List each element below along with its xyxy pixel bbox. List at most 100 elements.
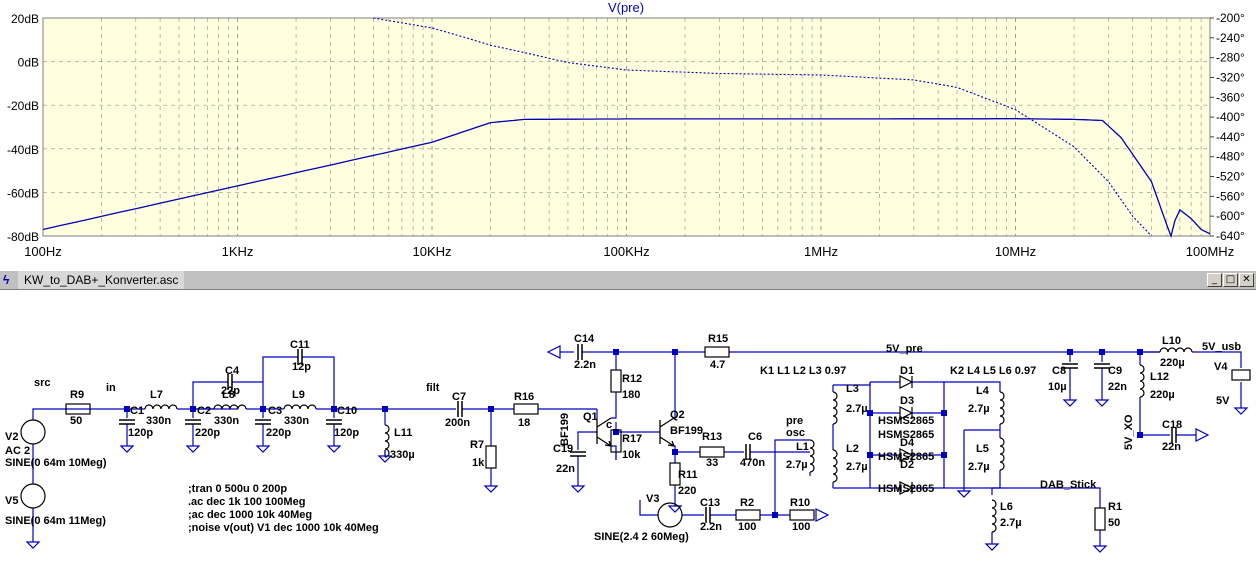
capacitor-symbol[interactable]	[297, 349, 303, 365]
left-tick-label: 0dB	[18, 56, 39, 70]
inductor-symbol[interactable]	[1159, 347, 1193, 353]
resistor-symbol[interactable]	[65, 403, 91, 415]
plot-area	[42, 17, 1211, 237]
label-r9: R9	[70, 389, 84, 401]
resistor-symbol[interactable]	[485, 445, 497, 469]
npn-transistor-symbol[interactable]	[596, 417, 612, 447]
resistor-symbol[interactable]	[610, 369, 622, 393]
label-c7v: 200n	[445, 417, 470, 429]
wire	[991, 487, 1101, 500]
inductor-symbol[interactable]	[213, 404, 247, 410]
inductor-symbol[interactable]	[1139, 364, 1145, 398]
label-l6: L6	[1000, 501, 1013, 513]
ground-symbol	[483, 480, 499, 493]
label-c6: C6	[748, 431, 762, 443]
document-tab[interactable]: KW_to_DAB+_Konverter.asc	[18, 271, 185, 289]
voltage-source-symbol[interactable]	[20, 419, 46, 445]
label-k2: K2 L4 L5 L6 0.97	[950, 365, 1036, 377]
label-v4v: 5V	[1216, 395, 1230, 407]
inductor-symbol[interactable]	[144, 404, 178, 410]
capacitor-symbol[interactable]	[255, 419, 271, 425]
voltage-source-symbol[interactable]	[657, 502, 683, 528]
label-n5vusb: 5V_usb	[1202, 341, 1241, 353]
ltspice-app-icon[interactable]: ϟ	[3, 273, 10, 287]
inductor-symbol[interactable]	[999, 391, 1005, 425]
label-r1: R1	[1108, 501, 1122, 513]
label-dab: DAB_Stick	[1040, 479, 1097, 491]
capacitor-symbol[interactable]	[745, 444, 751, 460]
schematic-wires	[32, 349, 1242, 540]
inductor-symbol[interactable]	[999, 437, 1005, 471]
x-tick-label: 100KHz	[603, 244, 649, 259]
resistor-symbol[interactable]	[789, 509, 815, 521]
capacitor-symbol[interactable]	[1171, 427, 1177, 443]
label-r15v: 4.7	[710, 359, 725, 371]
resistor-symbol[interactable]	[669, 462, 681, 486]
junction-dot	[867, 452, 873, 458]
resistor-symbol[interactable]	[513, 403, 539, 415]
label-l11v: 330µ	[390, 449, 415, 461]
right-tick-label: -600°	[1216, 209, 1245, 223]
capacitor-symbol[interactable]	[577, 344, 583, 360]
diode-symbol[interactable]	[899, 406, 914, 420]
minimize-button[interactable]: _	[1207, 273, 1222, 287]
label-r16: R16	[514, 391, 534, 403]
right-tick-label: -400°	[1216, 110, 1245, 124]
resistor-symbol[interactable]	[610, 429, 622, 453]
label-r2v: 100	[738, 521, 756, 533]
label-cmd2: .ac dec 1k 100 100Meg	[188, 496, 305, 508]
resistor-symbol[interactable]	[704, 346, 730, 358]
label-c13v: 2.2n	[700, 521, 722, 533]
inductor-symbol[interactable]	[832, 391, 838, 425]
capacitor-symbol[interactable]	[570, 451, 586, 457]
label-l3v: 2.7µ	[846, 403, 868, 415]
schematic-components[interactable]	[20, 344, 1251, 553]
label-c: c	[606, 419, 612, 431]
resistor-symbol[interactable]	[699, 446, 725, 458]
wire	[944, 381, 1001, 392]
capacitor-symbol[interactable]	[457, 401, 463, 417]
inductor-symbol[interactable]	[283, 404, 317, 410]
label-d4: D4	[900, 437, 915, 449]
label-l5v: 2.7µ	[968, 461, 990, 473]
right-tick-label: -560°	[1216, 189, 1245, 203]
capacitor-symbol[interactable]	[1062, 363, 1078, 369]
capacitor-symbol[interactable]	[227, 374, 233, 390]
label-r13v: 33	[706, 457, 718, 469]
inductor-symbol[interactable]	[991, 499, 997, 533]
resistor-symbol[interactable]	[1094, 507, 1106, 531]
close-button[interactable]: ✕	[1239, 273, 1254, 287]
capacitor-symbol[interactable]	[1094, 363, 1110, 369]
label-v4: V4	[1214, 361, 1228, 373]
label-l3: L3	[846, 383, 859, 395]
label-l12v: 220µ	[1150, 389, 1175, 401]
wire	[1192, 351, 1242, 368]
diode-symbol[interactable]	[899, 481, 914, 495]
label-l4: L4	[976, 385, 990, 397]
label-cmd3: ;ac dec 1000 10k 40Meg	[188, 509, 312, 521]
label-l7: L7	[150, 389, 163, 401]
inductor-symbol[interactable]	[809, 439, 815, 473]
label-v5: V5	[5, 495, 18, 507]
schematic-window-titlebar[interactable]: ϟ KW_to_DAB+_Konverter.asc _ □ ✕	[0, 270, 1256, 290]
inductor-symbol[interactable]	[832, 449, 838, 483]
label-q1: Q1	[583, 411, 598, 423]
maximize-button[interactable]: □	[1223, 273, 1238, 287]
inductor-symbol[interactable]	[384, 424, 390, 458]
voltage-source-symbol[interactable]	[20, 483, 46, 509]
diode-symbol[interactable]	[899, 375, 914, 389]
capacitor-symbol[interactable]	[705, 507, 711, 523]
capacitor-symbol[interactable]	[326, 419, 342, 425]
wire	[639, 500, 658, 516]
right-tick-label: -640°	[1216, 229, 1245, 243]
resistor-symbol[interactable]	[735, 509, 761, 521]
npn-transistor-symbol[interactable]	[659, 417, 675, 447]
diode-symbol[interactable]	[899, 448, 914, 462]
capacitor-symbol[interactable]	[119, 419, 135, 425]
battery-symbol[interactable]	[1231, 369, 1251, 381]
capacitor-symbol[interactable]	[185, 419, 201, 425]
